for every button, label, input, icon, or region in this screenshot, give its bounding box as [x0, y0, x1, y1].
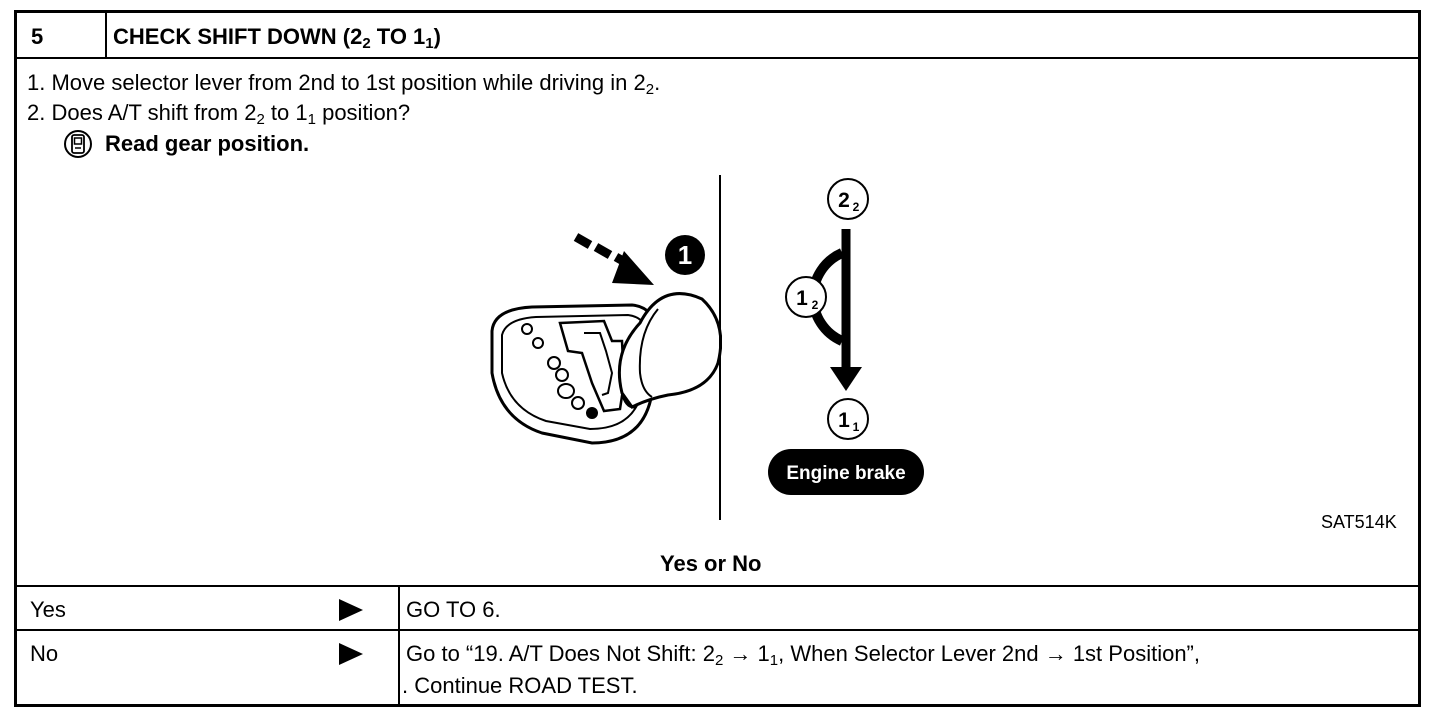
answer-yes-arrow-icon: [339, 599, 363, 621]
gear-position-meter-icon: [63, 129, 93, 159]
callout-circle: [665, 235, 705, 275]
answer-yes-label: Yes: [30, 597, 66, 622]
step-number: 5: [31, 24, 44, 49]
gear-mid-label: 1: [796, 287, 808, 310]
header-separator: [17, 57, 1418, 59]
answer-yes-action: GO TO 6.: [406, 597, 501, 622]
answer-no-arrow-icon: [339, 643, 363, 665]
shift-diagram: 2 2 1 2 1 1 Engine brake: [768, 178, 924, 495]
gear-bottom-sub: 1: [853, 420, 860, 434]
figure-code: SAT514K: [1321, 512, 1397, 532]
diagnostic-step-table: 5 CHECK SHIFT DOWN (22 TO 11) 1. Move se…: [14, 10, 1421, 707]
figure-divider: [719, 175, 721, 520]
answer-no-action-line-2: . Continue ROAD TEST.: [402, 673, 638, 698]
instruction-line-1: 1. Move selector lever from 2nd to 1st p…: [27, 70, 661, 98]
instruction-line-2: 2. Does A/T shift from 22 to 11 position…: [27, 100, 411, 128]
answer-divider: [398, 585, 400, 704]
selector-lever-illustration: 1: [490, 231, 722, 445]
step-title: CHECK SHIFT DOWN (22 TO 11): [113, 24, 441, 52]
header-divider: [105, 13, 107, 57]
gear-mid-sub: 2: [812, 298, 819, 312]
answer-no-label: No: [30, 641, 59, 666]
gear-top-label: 2: [838, 189, 850, 212]
callout-number: 1: [678, 240, 692, 270]
instruction-line-3: Read gear position.: [105, 131, 310, 156]
question-separator: [17, 585, 1418, 587]
answer-separator: [17, 629, 1418, 631]
engine-brake-label: Engine brake: [786, 463, 905, 484]
gear-top-sub: 2: [853, 200, 860, 214]
question-text: Yes or No: [660, 551, 762, 576]
answer-no-action-line-1: Go to “19. A/T Does Not Shift: 22 → 11, …: [406, 641, 1200, 669]
gear-bottom-label: 1: [838, 409, 850, 432]
